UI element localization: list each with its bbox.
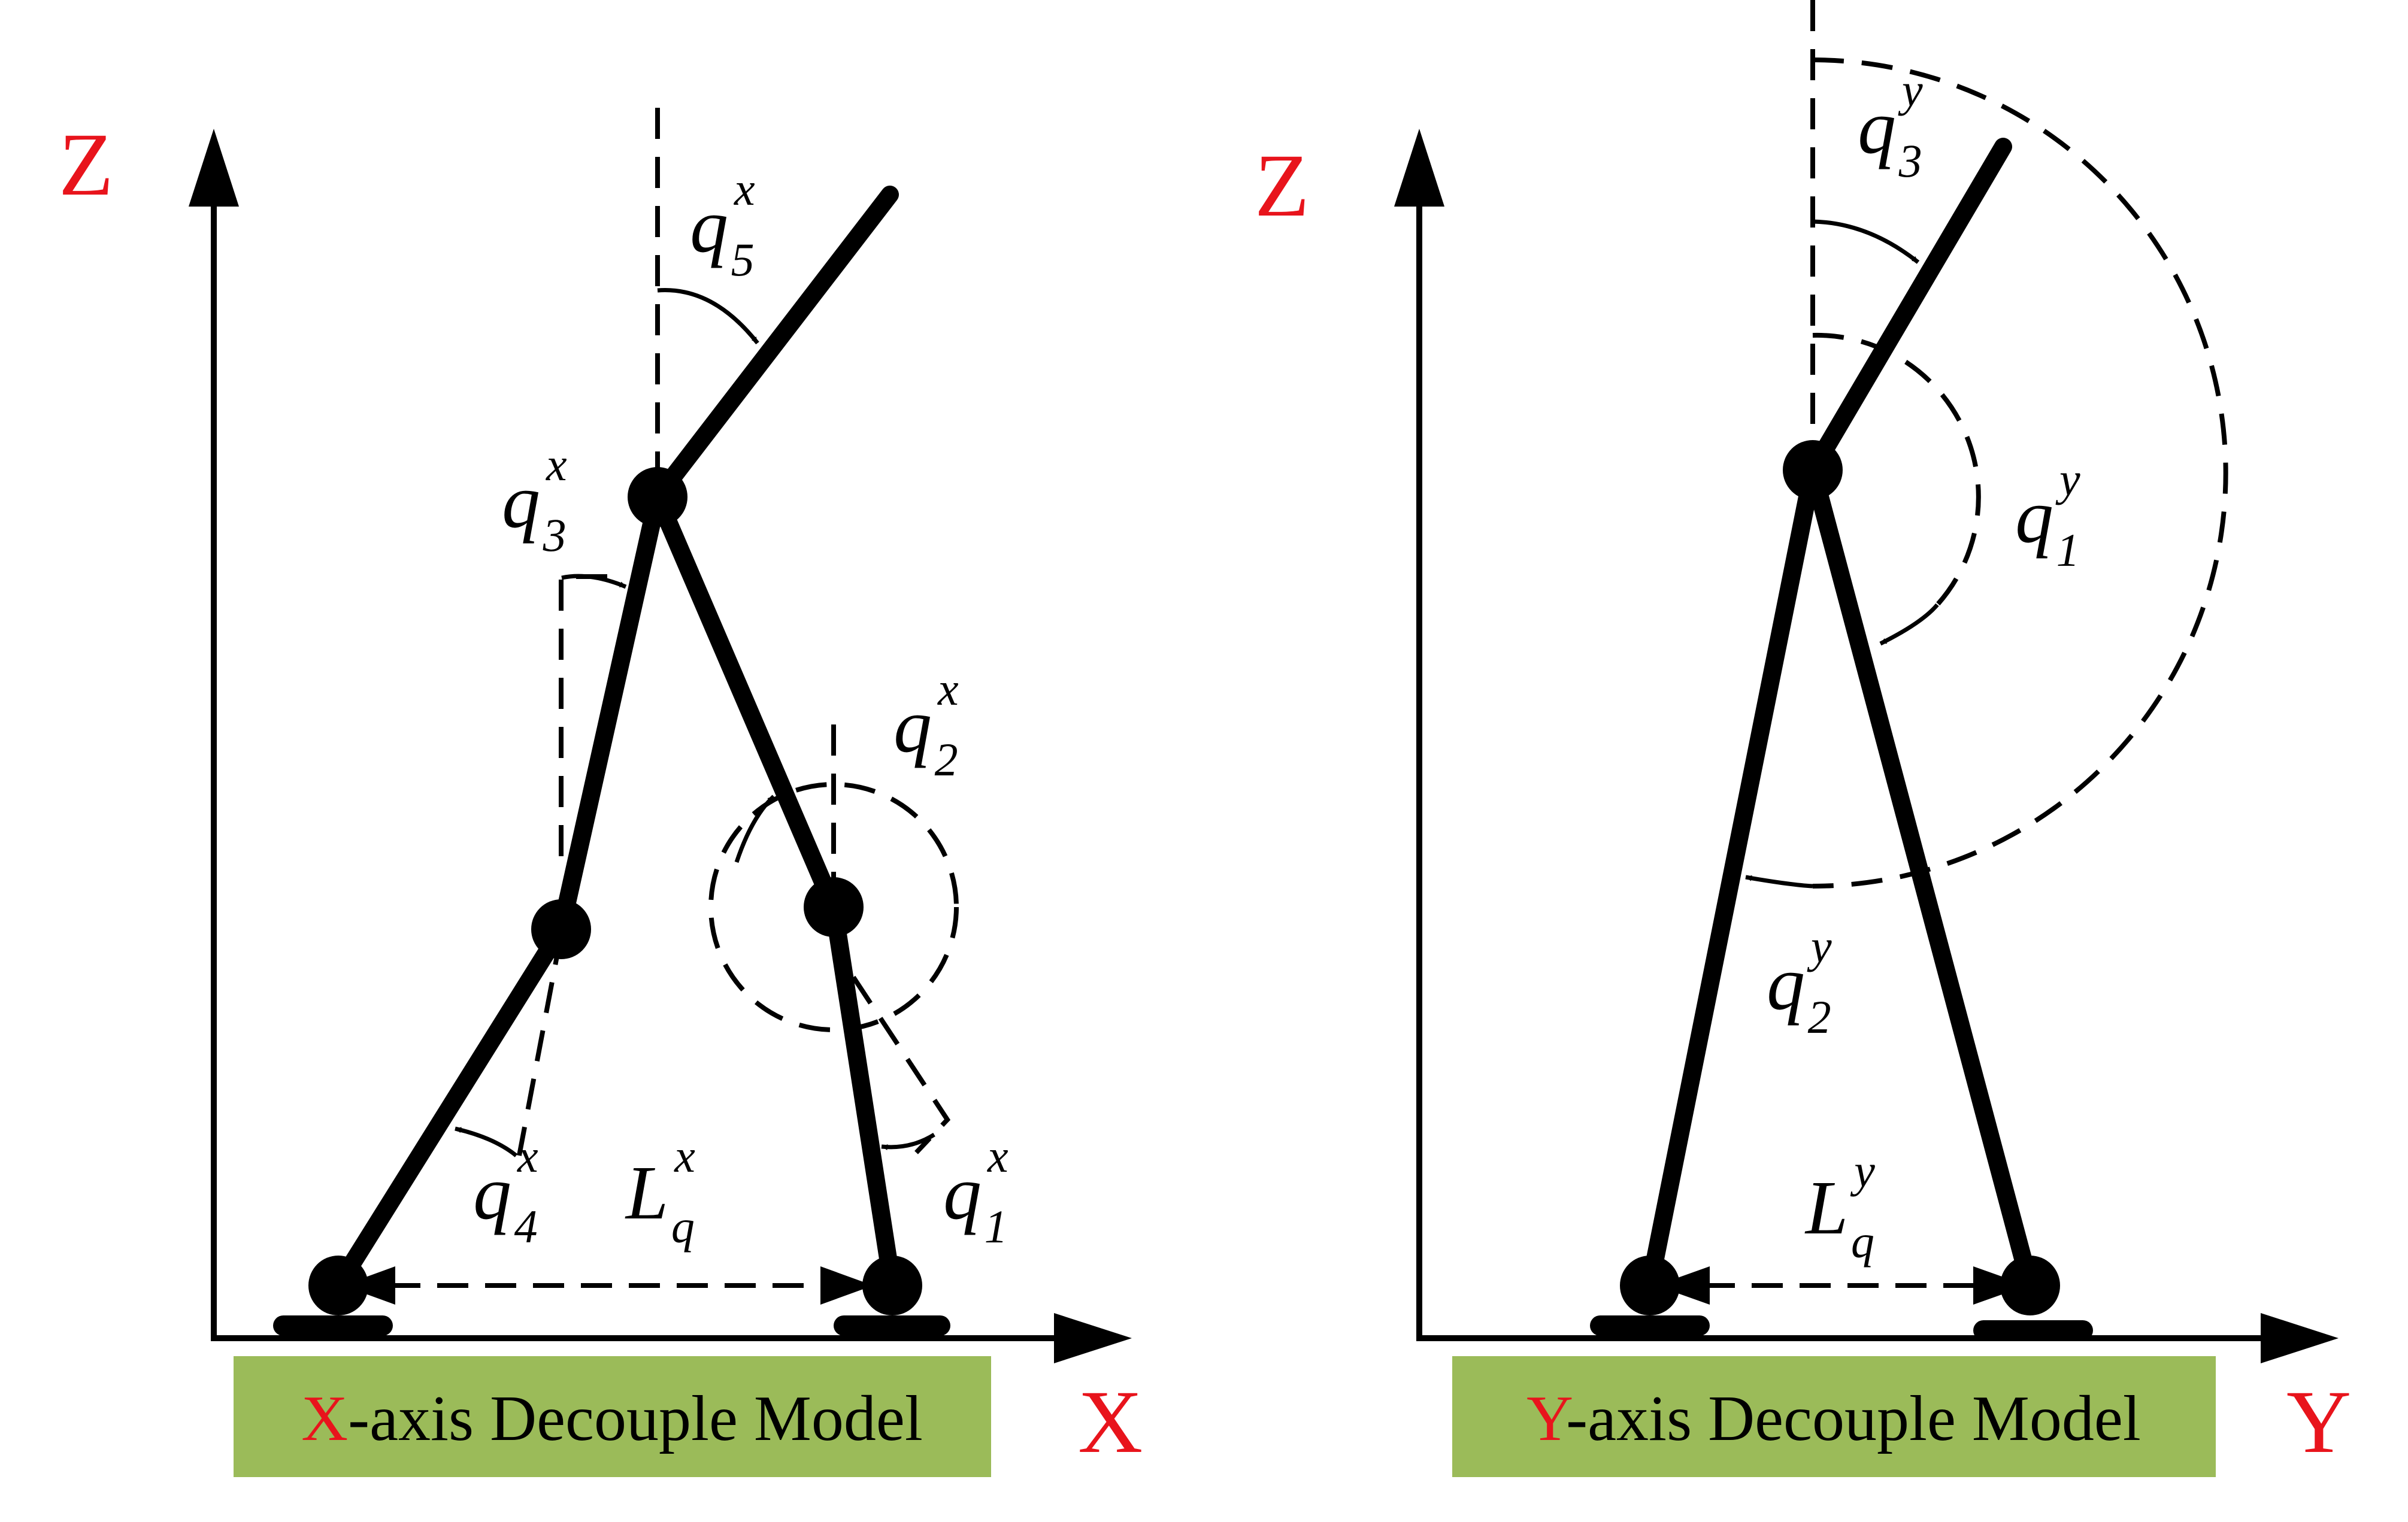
left-torso-link	[649, 186, 899, 506]
right-z-axis-label: Z	[1255, 136, 1310, 235]
right-y-arrowhead	[2261, 1313, 2339, 1363]
right-hip-joint	[1783, 440, 1843, 500]
right-legs	[1641, 138, 2039, 1294]
left-dashed-references	[517, 108, 959, 1156]
right-lq-arrowhead-left	[1656, 1266, 1710, 1305]
left-knee-joint-a	[531, 899, 591, 959]
right-y-axis-label: Y	[2286, 1372, 2351, 1472]
left-z-axis-label: Z	[59, 115, 114, 214]
left-caption-box	[234, 1356, 991, 1477]
right-torso-link	[1804, 138, 2012, 479]
left-ankle-joint-b	[862, 1256, 922, 1315]
right-leg-b	[1804, 461, 2039, 1294]
right-leg-a	[1641, 461, 1822, 1294]
left-foot-a	[273, 1315, 393, 1336]
right-caption: Y-axis Decouple Model	[1526, 1383, 2141, 1454]
left-caption: X-axis Decouple Model	[301, 1383, 923, 1454]
left-lq-arrowhead-left	[343, 1266, 395, 1305]
right-panel: Z Y	[1255, 0, 2351, 1477]
left-panel: Z X	[59, 108, 1143, 1477]
right-ankle-joint-b	[2000, 1256, 2060, 1315]
right-z-arrowhead	[1394, 129, 1444, 207]
left-lq-arrowhead-right	[820, 1266, 873, 1305]
left-thigh-a	[552, 488, 667, 938]
left-shank-a	[329, 920, 570, 1294]
left-x-arrowhead	[1054, 1313, 1132, 1363]
right-foot-b	[1973, 1320, 2093, 1341]
right-caption-box	[1452, 1356, 2216, 1477]
left-foot-b	[834, 1315, 950, 1336]
right-foot-a	[1590, 1315, 1710, 1336]
left-joints	[308, 467, 922, 1315]
left-legs	[329, 186, 901, 1294]
right-dashed-references	[1810, 0, 2228, 889]
left-ankle-joint-a	[308, 1256, 368, 1315]
left-x-axis-label: X	[1078, 1372, 1143, 1472]
right-angle-arrows	[1745, 219, 1939, 889]
left-hip-joint	[628, 467, 687, 527]
left-angle-arrows	[455, 288, 935, 1157]
left-shank-b	[825, 898, 901, 1294]
right-joints	[1620, 440, 2060, 1315]
left-z-arrowhead	[189, 129, 239, 207]
right-axes	[1394, 129, 2339, 1363]
left-axes	[189, 129, 1132, 1363]
left-knee-joint-b	[804, 877, 864, 937]
left-thigh-b	[649, 488, 843, 916]
right-ankle-joint-a	[1620, 1256, 1680, 1315]
